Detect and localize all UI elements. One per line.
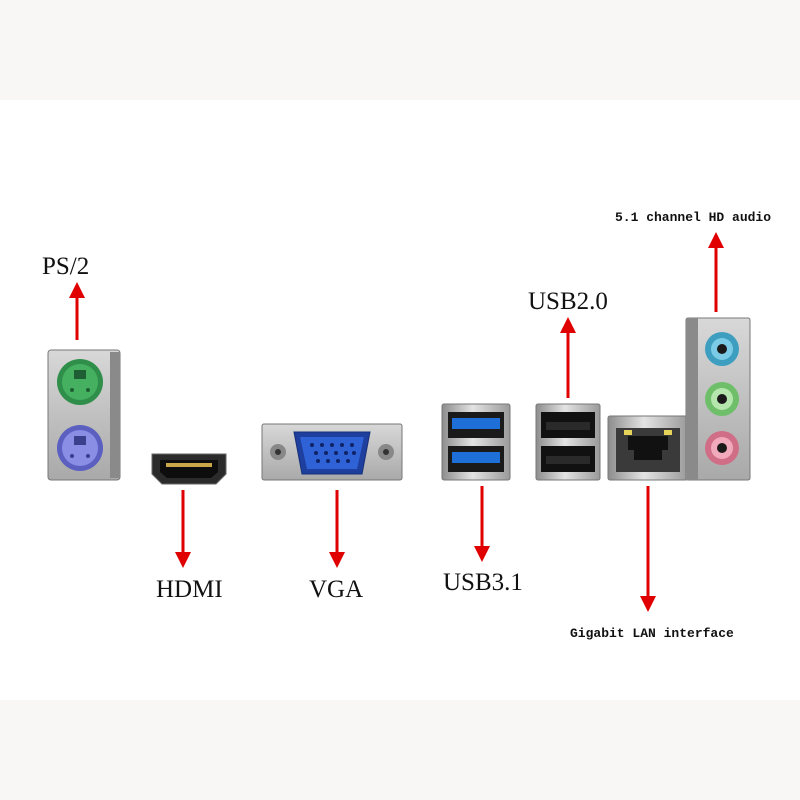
label-audio: 5.1 channel HD audio: [615, 210, 772, 225]
usb31-ports: [441, 403, 511, 481]
label-vga: VGA: [309, 576, 364, 603]
arrow-ps2-head: [69, 282, 85, 298]
audio-jacks: [685, 317, 751, 481]
arrow-audio-head: [708, 232, 724, 248]
hdmi-port: [151, 453, 227, 485]
arrow-usb20-head: [560, 317, 576, 333]
label-ps2: PS/2: [42, 253, 90, 280]
callout-arrows: [69, 232, 724, 612]
label-usb31: USB3.1: [443, 569, 523, 596]
label-lan: Gigabit LAN interface: [570, 626, 734, 641]
label-usb20: USB2.0: [528, 288, 608, 315]
label-hdmi: HDMI: [156, 576, 223, 603]
top-band: [0, 0, 800, 100]
usb20-ports: [535, 403, 601, 481]
arrow-vga-head: [329, 552, 345, 568]
lan-port: [607, 415, 689, 481]
arrow-usb31-head: [474, 546, 490, 562]
bottom-band: [0, 700, 800, 800]
arrow-hdmi-head: [175, 552, 191, 568]
ps2-port: [47, 349, 121, 481]
arrow-lan-head: [640, 596, 656, 612]
vga-port: [261, 423, 403, 481]
